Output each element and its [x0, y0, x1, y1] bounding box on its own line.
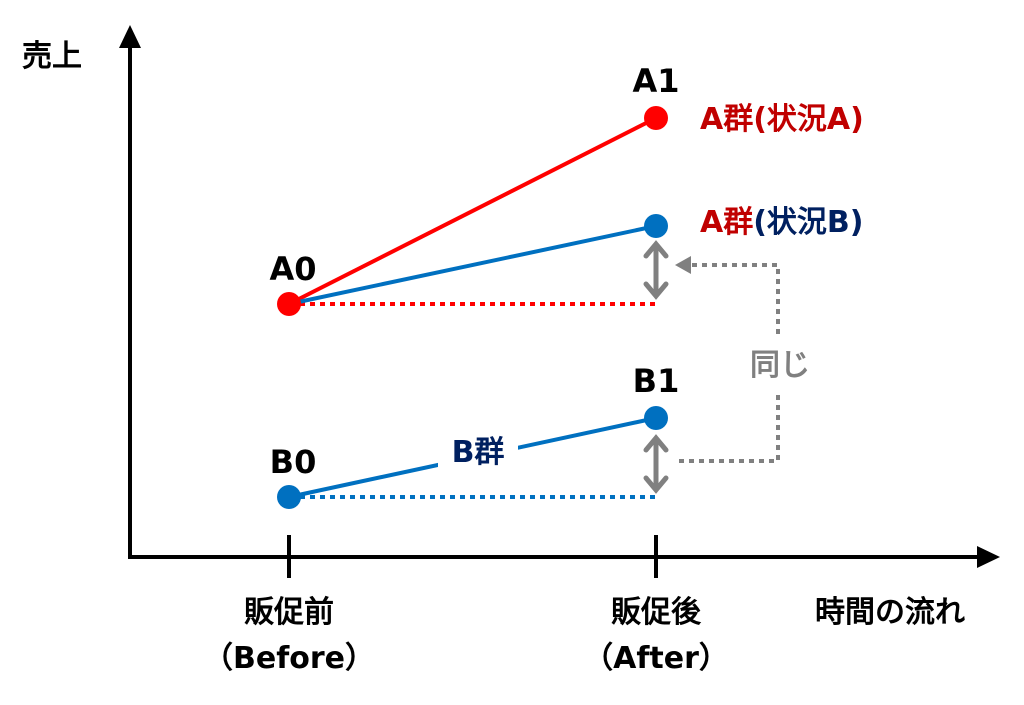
label-b1: B1 — [633, 362, 680, 400]
label-a-group-case-b: A群(状況B) — [700, 205, 864, 240]
double-arrow-a — [643, 240, 669, 300]
point-b0 — [277, 485, 301, 509]
tick-after-label: 販促後 — [611, 595, 702, 630]
label-b0: B0 — [270, 443, 317, 481]
label-case-b-suffix: (状況B) — [753, 205, 863, 240]
tick-before-label: 販促前 — [244, 595, 334, 630]
tick-before-sublabel: （Before） — [203, 641, 375, 676]
label-a-group-prefix: A群 — [700, 205, 753, 240]
point-a1 — [644, 106, 668, 130]
b-group-label-bg — [438, 428, 518, 470]
double-arrow-b — [643, 434, 669, 494]
same-connector-dotted — [676, 263, 780, 463]
y-axis-arrow — [119, 25, 141, 48]
label-a0: A0 — [269, 250, 316, 288]
label-b-group: B群 — [452, 435, 505, 470]
label-a1: A1 — [632, 62, 679, 100]
label-a-group-case-a: A群(状況A) — [700, 102, 864, 137]
point-a1-case-b — [644, 214, 668, 238]
label-same: 同じ — [750, 348, 810, 383]
line-a-case-a — [288, 116, 657, 306]
point-b1 — [644, 406, 668, 430]
x-axis-arrow — [977, 546, 1000, 568]
tick-after-sublabel: （After） — [583, 641, 729, 676]
x-axis-label: 時間の流れ — [815, 595, 965, 630]
y-axis-label: 売上 — [22, 39, 82, 74]
same-connector-arrowhead — [675, 256, 691, 274]
line-a-case-b — [288, 224, 657, 306]
point-a0 — [277, 292, 301, 316]
